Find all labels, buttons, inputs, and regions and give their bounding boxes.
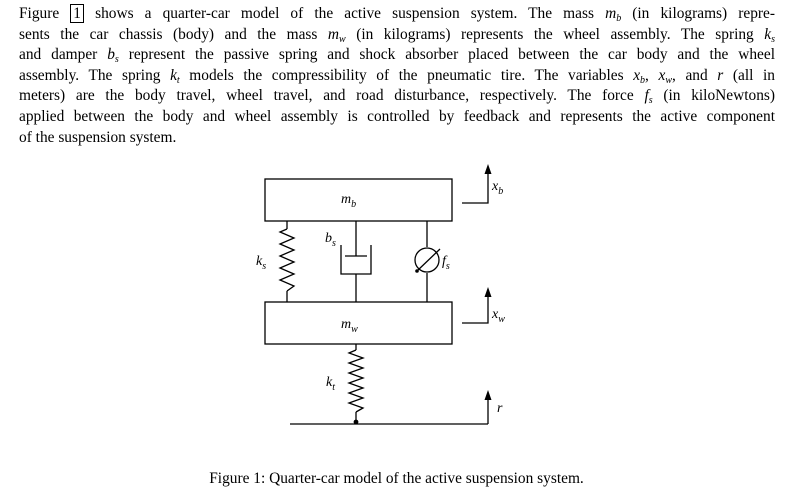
r-arrow-icon (484, 390, 492, 400)
figure-caption: Figure 1: Quarter-car model of the activ… (209, 470, 584, 487)
damper-bs (340, 221, 372, 302)
label-ks: ks (256, 254, 266, 272)
label-bs: bs (325, 231, 336, 249)
quarter-car-diagram: mb mw ks bs fs kt xb xw r (256, 164, 505, 425)
label-xw: xw (491, 307, 505, 325)
paragraph-line-6: applied between the body and wheel assem… (19, 107, 775, 125)
label-xb: xb (491, 179, 503, 197)
label-mw: mw (341, 317, 358, 335)
paragraph-line-2: sents the car chassis (body) and the mas… (19, 25, 775, 45)
paragraph-line-7: of the suspension system. (19, 128, 177, 146)
tire-spring-kt (347, 344, 365, 421)
paragraph-line-1: Figure 1 shows a quarter-car model of th… (19, 4, 775, 24)
xw-indicator (462, 294, 489, 324)
body-paragraph: Figure 1 shows a quarter-car model of th… (19, 4, 775, 148)
label-fs: fs (442, 254, 450, 272)
paragraph-line-5: meters) are the body travel, wheel trave… (19, 87, 775, 107)
wheel-mass-block (264, 301, 453, 345)
label-kt: kt (326, 375, 335, 393)
figure-reference-link[interactable]: 1 (70, 4, 84, 23)
xw-arrow-icon (484, 287, 492, 297)
body-mass-block (264, 178, 453, 222)
label-mb: mb (341, 192, 356, 210)
force-pivot-dot (415, 269, 419, 273)
label-r: r (497, 401, 503, 416)
paragraph-line-3: and damper bs represent the passive spri… (19, 46, 775, 66)
xb-indicator (462, 171, 489, 204)
xb-arrow-icon (484, 164, 492, 174)
actuator-fs (414, 221, 441, 302)
tire-contact-dot (353, 419, 359, 425)
spring-ks (278, 221, 296, 302)
paragraph-line-4: assembly. The spring kt models the compr… (19, 66, 775, 86)
